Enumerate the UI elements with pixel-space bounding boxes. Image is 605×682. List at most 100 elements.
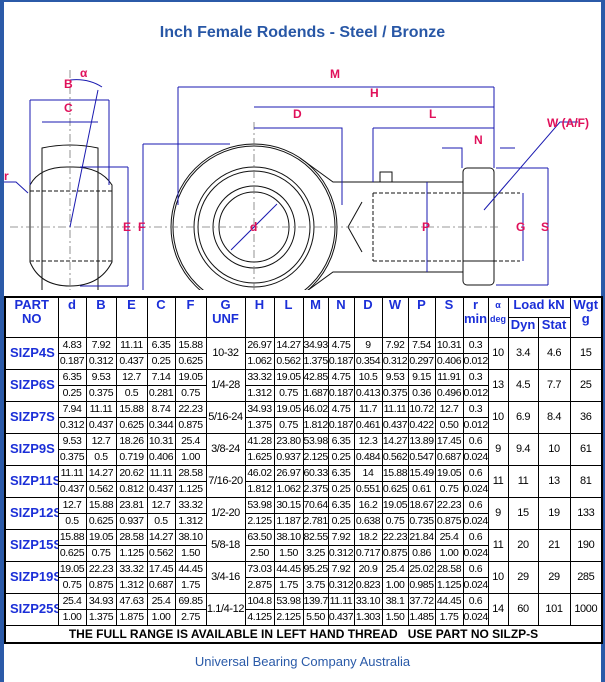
metric-value: 6.35 (327, 464, 355, 482)
metric-value: 34.93 (302, 336, 329, 354)
part-number: SIZP7S (4, 400, 59, 434)
inch-value: 1.75 (273, 576, 304, 594)
left-hand-thread-note: THE FULL RANGE IS AVAILABLE IN LEFT HAND… (4, 624, 603, 644)
stat-value: 7.7 (537, 368, 571, 402)
metric-value: 22.23 (381, 528, 409, 546)
header-alpha-line2: deg (489, 314, 506, 324)
metric-value: 7.94 (57, 400, 87, 418)
metric-value: 11.11 (381, 400, 409, 418)
header-F: F (174, 296, 207, 338)
metric-value: 34.93 (85, 592, 117, 610)
metric-value: 139.7 (302, 592, 329, 610)
metric-value: 19.05 (434, 464, 464, 482)
metric-value: 15.88 (85, 496, 117, 514)
alpha-value: 10 (487, 560, 509, 594)
label-H: H (370, 86, 379, 100)
label-r: r (4, 169, 9, 183)
metric-value: 53.98 (244, 496, 275, 514)
metric-value: 46.02 (302, 400, 329, 418)
header-H: H (244, 296, 275, 338)
inch-value: 0.413 (353, 384, 383, 402)
metric-value: 17.45 (146, 560, 176, 578)
metric-value: 70.64 (302, 496, 329, 514)
metric-value: 22.23 (85, 560, 117, 578)
metric-value: 11.11 (57, 464, 87, 482)
metric-value: 14.27 (146, 528, 176, 546)
part-number: SIZP4S (4, 336, 59, 370)
inch-value: 0.735 (407, 512, 436, 530)
inch-value: 2.50 (244, 544, 275, 562)
header-d-line1: d (68, 297, 76, 312)
side-view-body (41, 144, 99, 290)
metric-value: 12.7 (146, 496, 176, 514)
wgt-value: 81 (569, 464, 603, 498)
page-title: Inch Female Rodends - Steel / Bronze (159, 24, 446, 41)
alpha-value: 9 (487, 432, 509, 466)
metric-value: 38.10 (174, 528, 207, 546)
label-D: D (293, 107, 302, 121)
label-L: L (429, 107, 436, 121)
inch-value: 0.437 (85, 416, 117, 434)
metric-value: 23.80 (273, 432, 304, 450)
label-B: B (64, 77, 73, 91)
inch-value: 0.406 (434, 352, 464, 370)
alpha-value: 10 (487, 400, 509, 434)
inch-value: 0.484 (353, 448, 383, 466)
dyn-value: 15 (507, 496, 539, 530)
dyn-value: 29 (507, 560, 539, 594)
metric-value: 63.50 (244, 528, 275, 546)
inch-value: 2.375 (302, 480, 329, 498)
inch-value: 0.625 (85, 512, 117, 530)
thread-G: 1/2-20 (205, 496, 246, 530)
header-W-line1: W (388, 297, 402, 312)
header-stat: Stat (537, 316, 571, 338)
wgt-value: 15 (569, 336, 603, 370)
header-B-line1: B (96, 297, 106, 312)
metric-value: 26.97 (273, 464, 304, 482)
metric-value: 0.6 (462, 528, 489, 546)
inch-value: 0.86 (407, 544, 436, 562)
metric-value: 22.23 (174, 400, 207, 418)
metric-value: 0.6 (462, 592, 489, 610)
inch-value: 0.437 (327, 608, 355, 626)
metric-value: 10.72 (407, 400, 436, 418)
alpha-value: 14 (487, 592, 509, 626)
inch-value: 0.25 (327, 448, 355, 466)
thread-G: 1/4-28 (205, 368, 246, 402)
metric-value: 11.11 (115, 336, 148, 354)
inch-value: 1.125 (174, 480, 207, 498)
metric-value: 42.85 (302, 368, 329, 386)
header-alpha-line1: α (495, 300, 501, 310)
header-alpha: α deg (487, 296, 509, 338)
metric-value: 11.11 (146, 464, 176, 482)
inch-value: 0.823 (353, 576, 383, 594)
metric-value: 20.9 (353, 560, 383, 578)
metric-value: 14 (353, 464, 383, 482)
inch-value: 2.781 (302, 512, 329, 530)
inch-value: 1.312 (244, 384, 275, 402)
inch-value: 1.625 (244, 448, 275, 466)
inch-value: 0.625 (174, 352, 207, 370)
inch-value: 1.00 (434, 544, 464, 562)
metric-value: 25.4 (57, 592, 87, 610)
inch-value: 0.25 (327, 480, 355, 498)
metric-value: 26.97 (244, 336, 275, 354)
header-M: M (302, 296, 329, 338)
alpha-value: 11 (487, 528, 509, 562)
inch-value: 1.187 (273, 512, 304, 530)
header-G-line1: G (220, 297, 231, 312)
inch-value: 0.461 (353, 416, 383, 434)
stat-value: 4.6 (537, 336, 571, 370)
header-M-line1: M (310, 297, 321, 312)
inch-value: 1.875 (115, 608, 148, 626)
metric-value: 0.6 (462, 496, 489, 514)
inch-value: 0.012 (462, 416, 489, 434)
note-row: THE FULL RANGE IS AVAILABLE IN LEFT HAND… (4, 624, 603, 644)
inch-value: 0.187 (327, 416, 355, 434)
inch-value: 0.024 (462, 480, 489, 498)
